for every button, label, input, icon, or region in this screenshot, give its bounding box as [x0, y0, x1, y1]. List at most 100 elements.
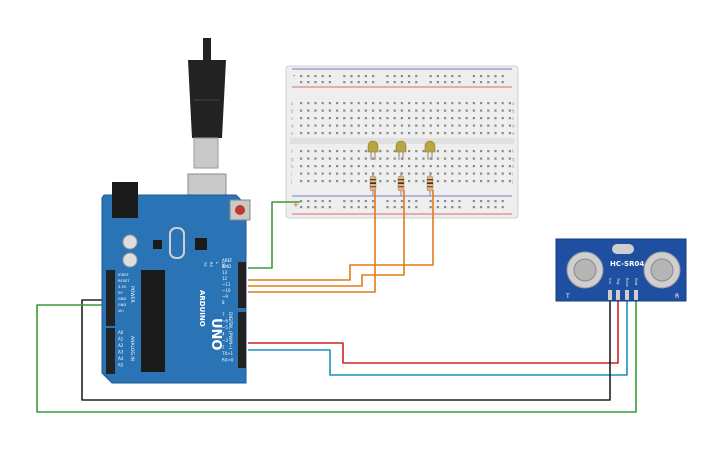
breadboard-hole	[336, 165, 339, 168]
wire-green-breadboard[interactable]	[248, 201, 300, 269]
sensor-pin[interactable]	[608, 290, 612, 300]
rail-hole	[386, 206, 389, 209]
breadboard-hole	[429, 124, 432, 127]
wire-blue-echo[interactable]	[248, 300, 628, 376]
breadboard-hole	[480, 172, 483, 175]
sensor-pin-label: Gnd	[634, 278, 638, 285]
breadboard-hole	[487, 165, 490, 168]
breadboard-hole	[307, 157, 310, 160]
rail-hole	[314, 206, 317, 209]
breadboard-hole	[400, 172, 403, 175]
sensor-label-r: R	[675, 293, 679, 300]
rail-hole	[372, 81, 375, 84]
breadboard-hole	[487, 150, 490, 153]
breadboard-hole	[307, 172, 310, 175]
rail-hole	[350, 200, 353, 203]
breadboard-hole	[429, 117, 432, 120]
breadboard-hole	[408, 117, 411, 120]
breadboard-hole	[314, 165, 317, 168]
breadboard-hole	[465, 172, 468, 175]
breadboard-hole	[408, 124, 411, 127]
breadboard-hole	[357, 172, 360, 175]
rail-hole	[429, 206, 432, 209]
breadboard-hole	[386, 109, 389, 112]
breadboard-hole	[393, 150, 396, 153]
rail-hole	[400, 206, 403, 209]
digital-pin-label: ~10	[222, 288, 231, 293]
analog-pin-label: A4	[118, 356, 124, 361]
breadboard-hole	[386, 117, 389, 120]
digital-pin-label: GND	[222, 264, 231, 269]
breadboard-hole	[451, 157, 454, 160]
breadboard-hole	[300, 117, 303, 120]
breadboard-hole	[328, 172, 331, 175]
wire-orange-1[interactable]	[248, 190, 434, 281]
breadboard-hole	[451, 102, 454, 105]
wire-orange-3[interactable]	[248, 190, 376, 293]
sensor-pin[interactable]	[625, 290, 629, 300]
breadboard-hole	[465, 117, 468, 120]
led[interactable]	[424, 140, 436, 153]
breadboard-hole	[393, 180, 396, 183]
breadboard-hole	[321, 109, 324, 112]
led[interactable]	[395, 140, 407, 153]
breadboard-hole	[300, 132, 303, 135]
breadboard-hole	[336, 157, 339, 160]
breadboard-hole	[393, 165, 396, 168]
breadboard-hole	[465, 180, 468, 183]
breadboard-hole	[357, 124, 360, 127]
rail-hole	[408, 206, 411, 209]
led[interactable]	[367, 140, 379, 153]
rail-hole	[343, 81, 346, 84]
breadboard-hole	[480, 150, 483, 153]
breadboard-hole	[393, 132, 396, 135]
breadboard-hole	[480, 157, 483, 160]
rail-hole	[472, 81, 475, 84]
breadboard-hole	[508, 124, 511, 127]
rail-hole	[307, 75, 310, 78]
breadboard-hole	[350, 165, 353, 168]
arduino-logo: ARDUINO	[198, 290, 206, 327]
rail-hole	[400, 200, 403, 203]
digital-pin-label: 12	[222, 276, 228, 281]
row-letter: b	[512, 109, 515, 114]
breadboard-hole	[408, 102, 411, 105]
usb-chip	[195, 238, 207, 250]
breadboard-hole	[379, 172, 382, 175]
sensor-pin[interactable]	[616, 290, 620, 300]
breadboard-hole	[472, 109, 475, 112]
breadboard-hole	[458, 157, 461, 160]
breadboard-hole	[444, 165, 447, 168]
wire-orange-2[interactable]	[248, 190, 405, 287]
rail-hole	[328, 81, 331, 84]
wire-black-gnd[interactable]	[81, 299, 611, 401]
wire-red-trig[interactable]	[248, 300, 619, 364]
rail-hole	[357, 75, 360, 78]
usb-cable[interactable]	[187, 38, 227, 215]
sensor-pin[interactable]	[634, 290, 638, 300]
breadboard-hole	[415, 172, 418, 175]
usb-plug-body	[188, 60, 226, 138]
rail-hole	[300, 81, 303, 84]
rail-hole	[472, 200, 475, 203]
breadboard-hole	[458, 172, 461, 175]
wire-green-vcc[interactable]	[36, 300, 637, 413]
breadboard-hole	[436, 117, 439, 120]
breadboard-hole	[379, 180, 382, 183]
breadboard-hole	[472, 172, 475, 175]
breadboard-hole	[400, 109, 403, 112]
breadboard-hole	[501, 172, 504, 175]
arduino-pin-labels: AREFGND1312~11~10~987~6~54~32TX>1RX<0IOR…	[118, 258, 234, 368]
breadboard-hole	[487, 102, 490, 105]
breadboard-hole	[393, 109, 396, 112]
breadboard-hole	[422, 150, 425, 153]
arduino-uno[interactable]: ARDUINO UNO DIGITAL (PWM~) POWER ANALOG …	[101, 182, 251, 384]
rail-hole	[393, 200, 396, 203]
analog-pin-label: A5	[118, 363, 124, 368]
rail-hole	[501, 81, 504, 84]
breadboard-hole	[465, 150, 468, 153]
digital-pin-label: 7	[222, 312, 225, 317]
reset-button-cap	[235, 205, 245, 215]
breadboard-hole	[444, 109, 447, 112]
